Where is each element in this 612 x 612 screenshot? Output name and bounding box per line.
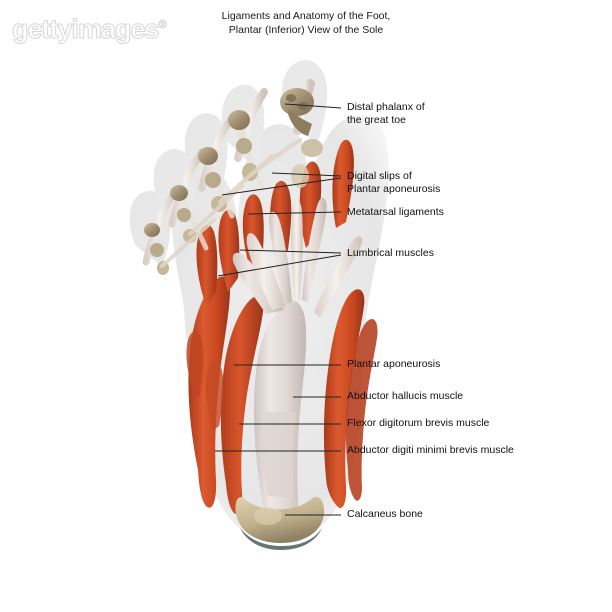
label-text-line-1: Lumbrical muscles — [347, 247, 434, 259]
lumbrical-slip — [332, 139, 354, 228]
label-calcaneus-bone: Calcaneus bone — [347, 508, 423, 521]
label-text-line-2: Plantar aponeurosis — [347, 183, 441, 195]
label-abductor-digiti-minimi: Abductor digiti minimi brevis muscle — [347, 444, 514, 457]
label-text-line-1: Calcaneus bone — [347, 508, 423, 520]
leader-line-lumbrical-muscles — [239, 249, 342, 254]
label-text-line-2: the great toe — [347, 114, 406, 126]
leader-line-digital-slips — [271, 172, 342, 177]
leader-line-metatarsal-ligaments — [247, 211, 342, 215]
metatarsal-ligaments — [160, 138, 302, 268]
digital-slip — [246, 233, 286, 310]
digital-slip — [314, 236, 363, 318]
label-abductor-hallucis: Abductor hallucis muscle — [347, 390, 463, 403]
lumbrical-slip — [218, 209, 240, 292]
label-text-line-1: Distal phalanx of — [347, 101, 425, 113]
leader-line-lumbrical-muscles — [217, 254, 342, 277]
label-text-line-1: Digital slips of — [347, 170, 412, 182]
phalanx-bones — [144, 88, 323, 275]
abductor-hallucis — [323, 289, 365, 508]
watermark-text: gettyimages — [12, 14, 161, 45]
label-text-line-1: Plantar aponeurosis — [347, 358, 441, 370]
leader-line-digital-slips — [221, 177, 342, 196]
label-metatarsal-ligaments: Metatarsal ligaments — [347, 206, 444, 219]
digital-slip — [302, 197, 327, 302]
muscle-group — [186, 139, 378, 514]
digital-slip — [291, 199, 303, 302]
flexor-digitorum-brevis — [220, 296, 264, 514]
label-text-line-1: Abductor digiti minimi brevis muscle — [347, 444, 514, 456]
title-line-2: Plantar (Inferior) View of the Sole — [228, 23, 384, 36]
lumbrical-slip — [196, 224, 218, 306]
digital-slip — [268, 211, 292, 304]
label-text-line-1: Flexor digitorum brevis muscle — [347, 417, 490, 429]
page-title: Ligaments and Anatomy of the Foot, Plant… — [0, 10, 612, 37]
label-text-line-1: Abductor hallucis muscle — [347, 390, 464, 402]
getty-images-watermark: gettyimages® — [12, 14, 167, 45]
leader-line-distal-phalanx — [284, 103, 342, 109]
title-line-1: Ligaments and Anatomy of the Foot, — [221, 10, 391, 22]
label-text-line-1: Metatarsal ligaments — [347, 206, 444, 218]
plantar-aponeurosis — [232, 197, 363, 523]
leader-lines — [215, 103, 342, 516]
label-lumbrical-muscles: Lumbrical muscles — [347, 247, 434, 260]
distal-phalanx-great-toe — [280, 88, 314, 116]
watermark-registered-mark: ® — [158, 19, 167, 32]
label-plantar-aponeurosis: Plantar aponeurosis — [347, 358, 440, 371]
calcaneus-bone-shape — [235, 496, 325, 550]
label-flexor-digitorum: Flexor digitorum brevis muscle — [347, 417, 489, 430]
